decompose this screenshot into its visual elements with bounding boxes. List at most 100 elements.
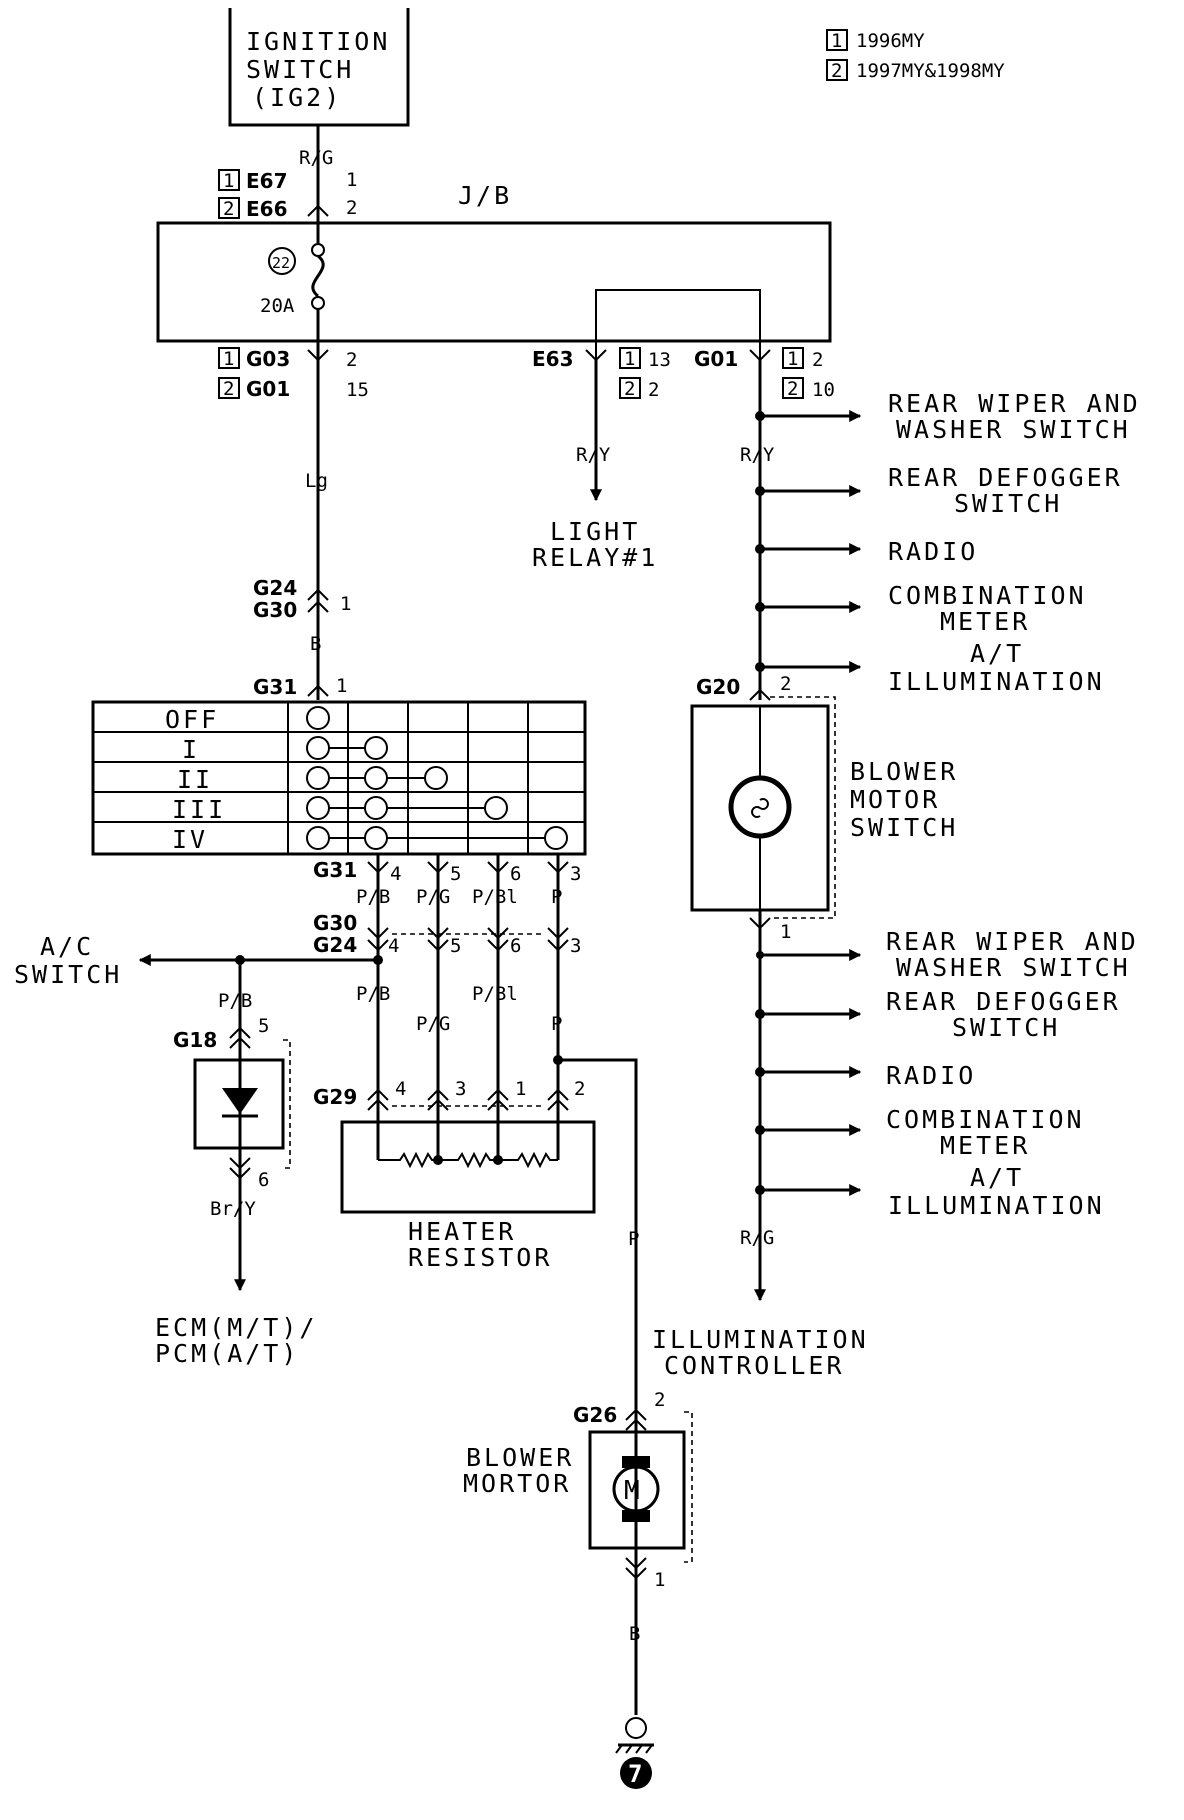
wire-color-bry: Br/Y bbox=[210, 1198, 256, 1220]
pin-g29-2: 2 bbox=[574, 1078, 585, 1100]
svg-text:2: 2 bbox=[787, 378, 798, 400]
svg-text:2: 2 bbox=[223, 378, 234, 400]
wire-color-pbl: P/Bl bbox=[472, 886, 518, 908]
connector-g20: G20 bbox=[696, 675, 740, 699]
connector-g31-bottom: G31 4 5 6 3 bbox=[313, 858, 581, 885]
wire-color-pb: P/B bbox=[356, 886, 390, 908]
connector-g31-top: G31 1 bbox=[253, 675, 347, 699]
svg-text:2: 2 bbox=[624, 378, 635, 400]
pcm-label: PCM(A/T) bbox=[155, 1339, 299, 1368]
pin-g26-top: 2 bbox=[654, 1389, 665, 1411]
pin-g30-g24-3: 3 bbox=[570, 935, 581, 957]
output-bottom-combination-2: METER bbox=[940, 1131, 1030, 1160]
pin-g18-bottom: 6 bbox=[258, 1169, 269, 1191]
pin-e63-2: 2 bbox=[648, 379, 659, 401]
wire-color-pb-ac: P/B bbox=[218, 990, 252, 1012]
ignition-switch: IGNITION SWITCH (IG2) bbox=[228, 8, 410, 127]
svg-text:1: 1 bbox=[223, 348, 234, 370]
pin-g30-g24-4: 4 bbox=[388, 935, 399, 957]
wire-color-lg: Lg bbox=[305, 470, 328, 492]
ignition-switch-line-3: (IG2) bbox=[252, 83, 342, 112]
pin-g03: 2 bbox=[346, 349, 357, 371]
connector-g24-g30: G24 G30 1 bbox=[253, 576, 351, 622]
legend-1-text: 1996MY bbox=[856, 30, 925, 52]
illumination-bus-top bbox=[755, 410, 862, 673]
output-bottom-rear-defogger-1: REAR DEFOGGER bbox=[886, 987, 1121, 1016]
blower-motor-switch: G20 2 1 bbox=[690, 673, 836, 943]
wire-color-pbl2: P/Bl bbox=[472, 983, 518, 1005]
connector-g29: G29 bbox=[313, 1085, 357, 1109]
fuse-number-circle bbox=[268, 247, 296, 275]
blower-motor-line-1: BLOWER bbox=[466, 1443, 574, 1472]
output-top-radio: RADIO bbox=[888, 537, 978, 566]
svg-text:2: 2 bbox=[223, 198, 234, 220]
motor-symbol: M bbox=[624, 1476, 640, 1506]
connector-g18: G18 bbox=[173, 1028, 217, 1052]
switch-row-i: I bbox=[182, 735, 200, 764]
connector-e63-g01: E63 1 13 2 2 G01 1 2 2 10 bbox=[532, 347, 835, 401]
ground-symbol: 7 bbox=[615, 1717, 654, 1789]
output-bottom-at-1: A/T bbox=[970, 1163, 1024, 1192]
output-bottom-rear-wiper-1: REAR WIPER AND bbox=[886, 927, 1139, 956]
connector-g30-b: G30 bbox=[313, 911, 357, 935]
fuse-rating: 20A bbox=[260, 295, 295, 317]
pin-g20-bottom: 1 bbox=[780, 921, 791, 943]
ac-switch-line-2: SWITCH bbox=[14, 960, 122, 989]
blower-motor-line-2: MORTOR bbox=[463, 1469, 571, 1498]
connector-g03: G03 bbox=[246, 347, 290, 371]
blower-motor: G26 2 M 1 bbox=[573, 1389, 693, 1591]
output-bottom-rear-wiper-2: WASHER SWITCH bbox=[896, 953, 1131, 982]
blower-switch-table: OFF I II III IV bbox=[91, 700, 587, 856]
output-top-combination-2: METER bbox=[940, 607, 1030, 636]
connector-g01-left: G01 bbox=[246, 377, 290, 401]
output-top-rear-wiper-2: WASHER SWITCH bbox=[896, 415, 1131, 444]
light-relay-line-1: LIGHT bbox=[550, 517, 640, 546]
ignition-switch-line-2: SWITCH bbox=[246, 55, 354, 84]
legend: 1 1996MY 2 1997MY&1998MY bbox=[826, 29, 1005, 82]
pin-g30-g24-5: 5 bbox=[450, 935, 461, 957]
pin-g01-right-2: 10 bbox=[812, 379, 835, 401]
switch-row-iv: IV bbox=[172, 825, 208, 854]
pin-e63-1: 13 bbox=[648, 349, 671, 371]
illumination-controller-line-2: CONTROLLER bbox=[664, 1351, 845, 1380]
legend-2-num: 2 bbox=[831, 60, 842, 82]
output-bottom-radio: RADIO bbox=[886, 1061, 976, 1090]
wire-color-b-ground: B bbox=[629, 1623, 640, 1645]
junction-block: J/B 22 20A bbox=[156, 181, 832, 360]
blower-motor-switch-line-1: BLOWER bbox=[850, 757, 958, 786]
ecm-label: ECM(M/T)/ bbox=[155, 1313, 317, 1342]
diode-g18: G18 5 6 Br/Y bbox=[173, 1015, 291, 1292]
wire-color-ry-right: R/Y bbox=[740, 444, 775, 466]
fuse-number: 22 bbox=[272, 254, 290, 272]
illumination-controller-line-1: ILLUMINATION bbox=[652, 1325, 869, 1354]
legend-1-num: 1 bbox=[831, 30, 842, 52]
pin-g24-g30: 1 bbox=[340, 593, 351, 615]
wire-color-p: P bbox=[551, 886, 562, 908]
output-top-rear-defogger-1: REAR DEFOGGER bbox=[888, 463, 1123, 492]
wire-color-p2: P bbox=[551, 1013, 562, 1035]
wire-color-pg: P/G bbox=[416, 886, 450, 908]
switch-row-ii: II bbox=[177, 765, 213, 794]
ground-number: 7 bbox=[628, 1760, 642, 1788]
svg-text:1: 1 bbox=[787, 348, 798, 370]
connector-g01-right: G01 bbox=[694, 347, 738, 371]
output-top-at-2: ILLUMINATION bbox=[888, 667, 1105, 696]
pin-g31-b-3: 3 bbox=[570, 863, 581, 885]
svg-text:1: 1 bbox=[223, 170, 234, 192]
pin-g26-bottom: 1 bbox=[654, 1569, 665, 1591]
connector-g30-g24: G30 G24 4 5 6 3 bbox=[313, 911, 581, 957]
pin-g31-b-5: 5 bbox=[450, 863, 461, 885]
connector-e63: E63 bbox=[532, 347, 574, 371]
pin-e67: 1 bbox=[346, 169, 357, 191]
connector-e66: E66 bbox=[246, 197, 288, 221]
svg-text:1: 1 bbox=[624, 348, 635, 370]
output-bottom-combination-1: COMBINATION bbox=[886, 1105, 1085, 1134]
pin-g31-a: 1 bbox=[336, 675, 347, 697]
wire-color-b1: B bbox=[310, 633, 321, 655]
pin-g29-3: 3 bbox=[455, 1078, 466, 1100]
pin-g01-right-1: 2 bbox=[812, 349, 823, 371]
pin-g20-top: 2 bbox=[780, 673, 791, 695]
heater-resistor-line-2: RESISTOR bbox=[408, 1243, 552, 1272]
pin-g29-1: 1 bbox=[515, 1078, 526, 1100]
